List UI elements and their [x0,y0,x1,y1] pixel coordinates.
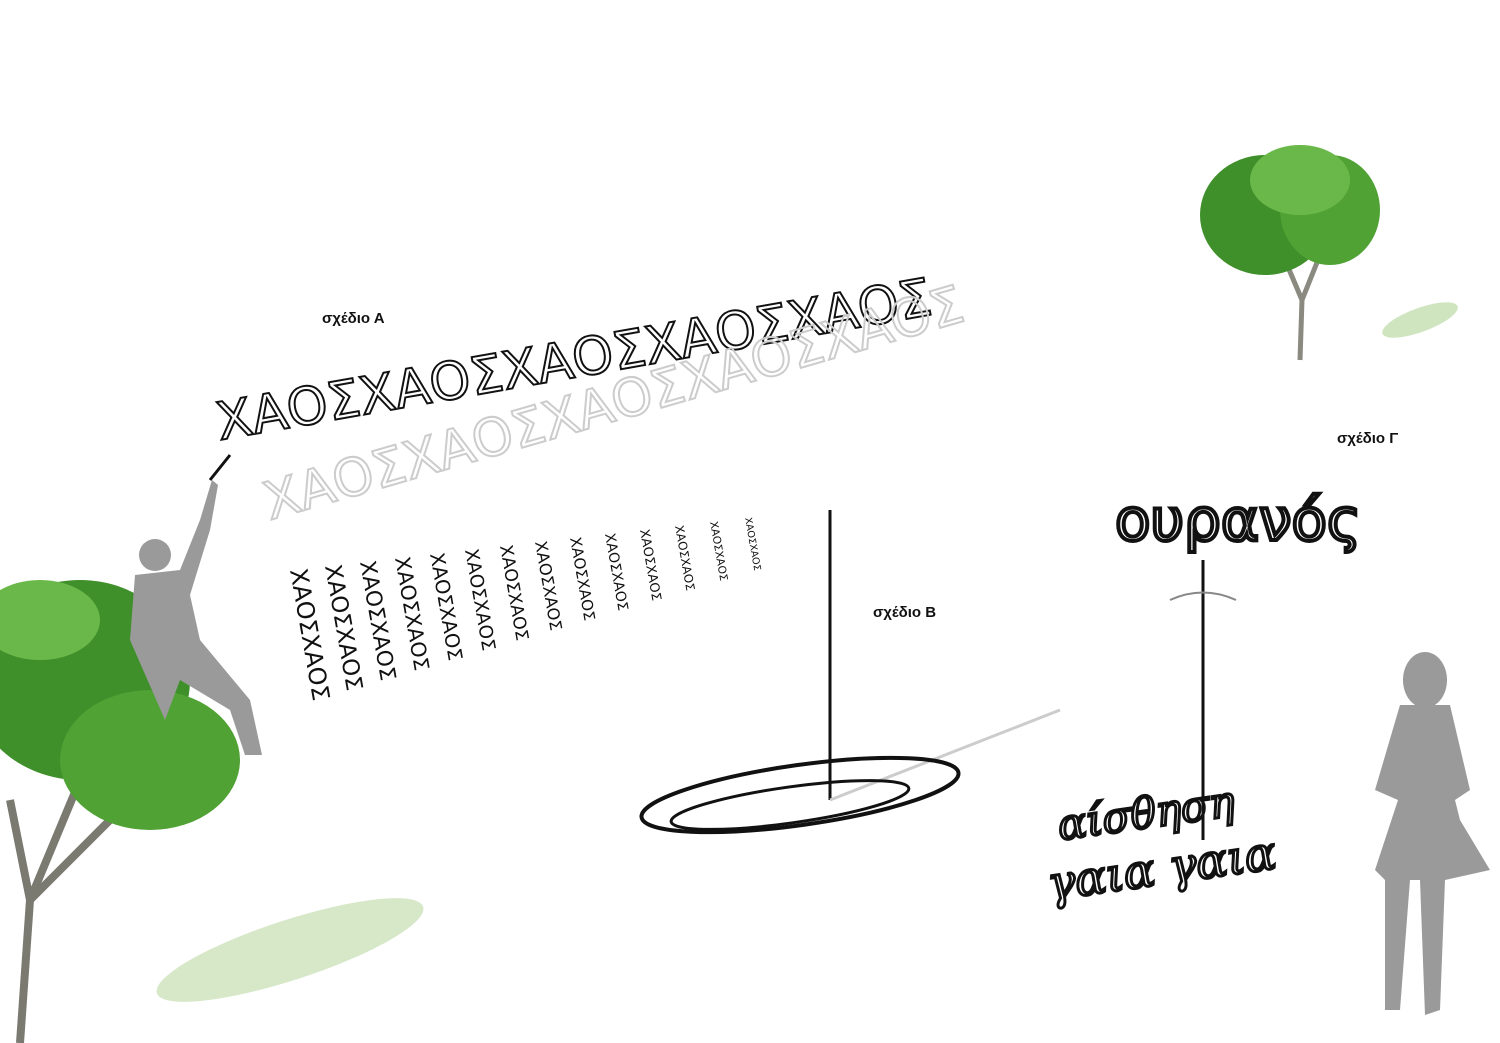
chaos-column-lettering: ΧΑΟΣΧΑΟΣ [707,520,730,582]
chaos-column-lettering: ΧΑΟΣΧΑΟΣ [742,517,762,572]
label-design-b: σχέδιο Β [873,604,937,621]
design-c-sculpture: ουρανός αίσθηση γαια γαια [1043,484,1364,912]
tree-left [0,580,424,1043]
chaos-column-lettering: ΧΑΟΣΧΑΟΣ [460,547,499,652]
chaos-column-lettering: ΧΑΟΣΧΑΟΣ [531,539,565,632]
chaos-column-lettering: ΧΑΟΣΧΑΟΣ [425,551,467,663]
chaos-column-lettering: ΧΑΟΣΧΑΟΣ [601,532,630,612]
chaos-column-lettering: ΧΑΟΣΧΑΟΣ [495,543,532,642]
tree-top-right [1200,145,1458,361]
sky-lettering: ουρανός [1115,486,1361,554]
design-a-sculpture: ΧΑΟΣΧΑΟΣΧΑΟΣΧΑΟΣΧΑΟΣ ΧΑΟΣΧΑΟΣΧΑΟΣΧΑΟΣΧΑΟ… [208,267,971,703]
label-design-a: σχέδιο Α [322,310,385,327]
man-silhouette [130,480,262,755]
chaos-column-lettering: ΧΑΟΣΧΑΟΣ [672,524,697,592]
design-b-sculpture [639,510,1061,835]
woman-silhouette [1375,652,1490,1015]
chaos-column-lettering: ΧΑΟΣΧΑΟΣ [636,528,663,602]
label-design-c: σχέδιο Γ [1337,430,1399,447]
chaos-column-lettering: ΧΑΟΣΧΑΟΣ [566,536,598,623]
